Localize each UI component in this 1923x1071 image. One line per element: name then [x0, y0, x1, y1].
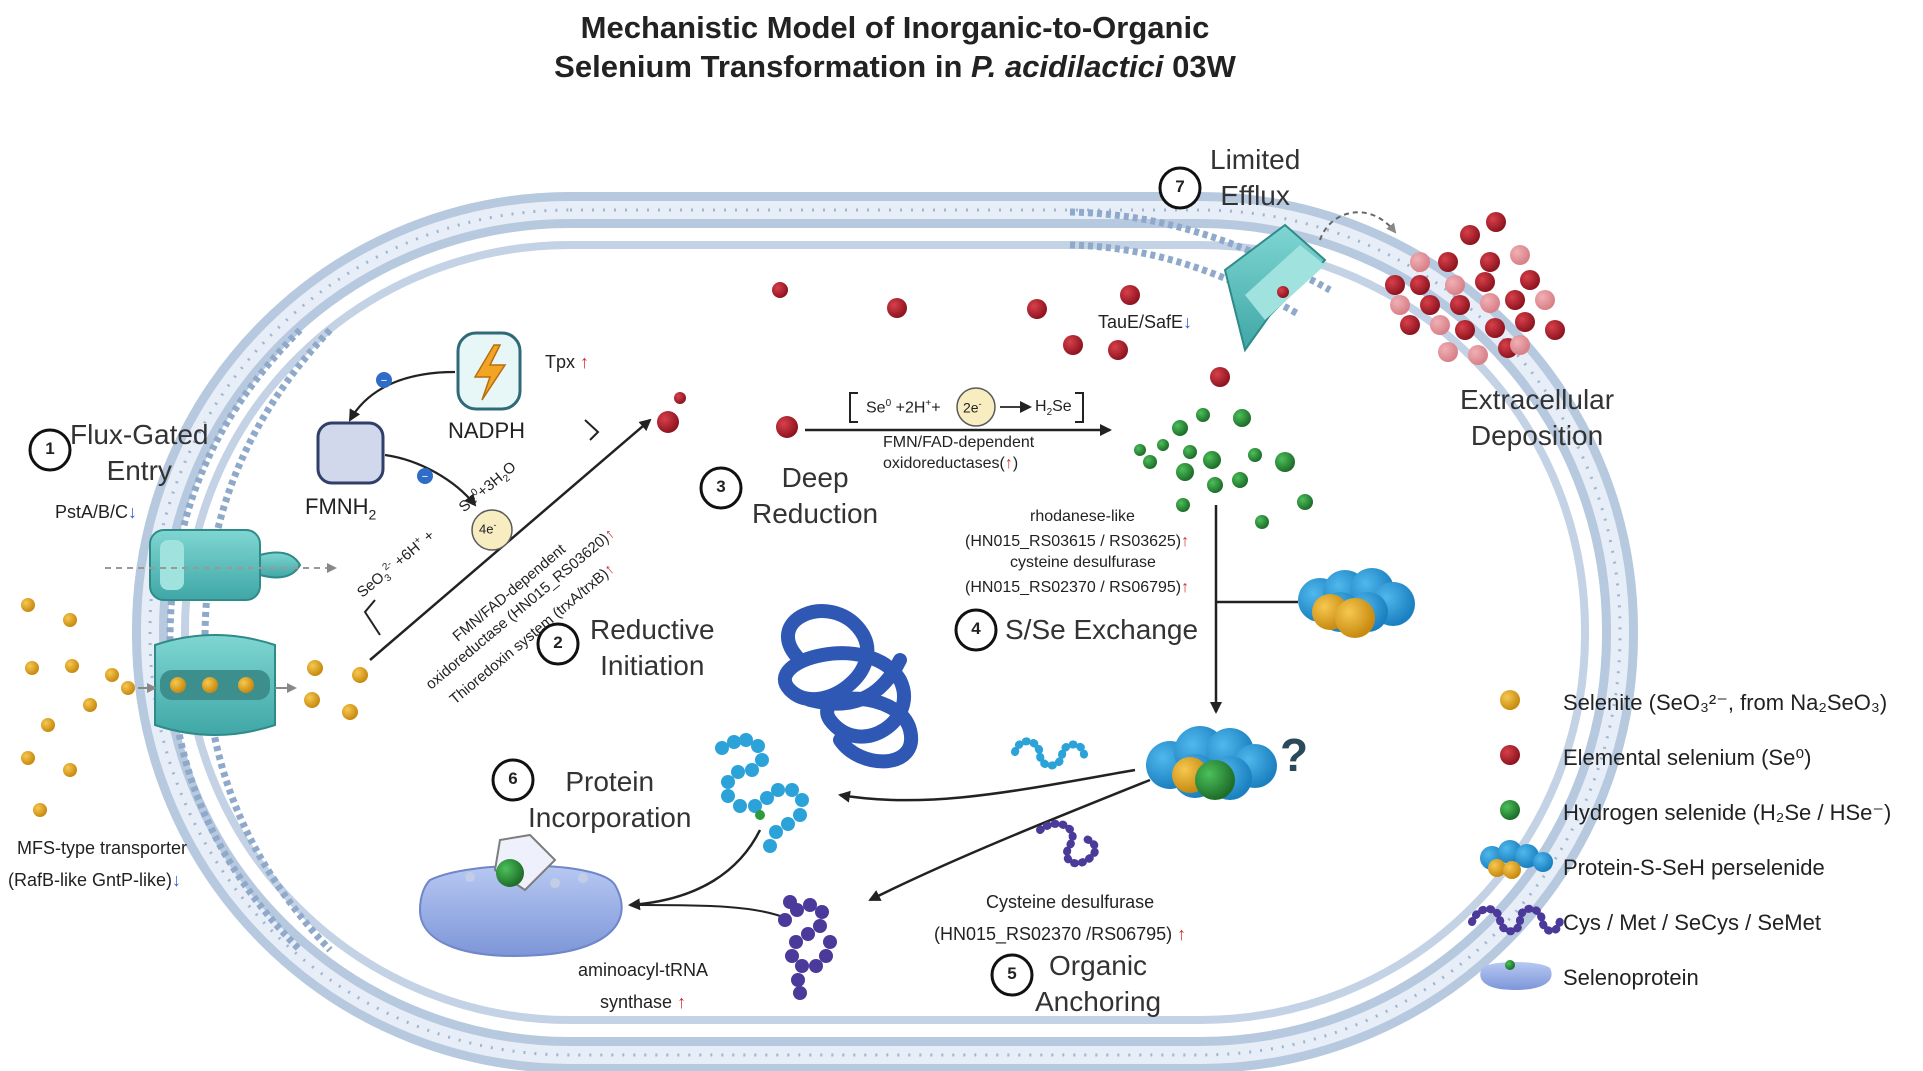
legend-elemental-selenium: Elemental selenium (Se⁰) — [1563, 745, 1812, 770]
fmnh2-icon — [316, 421, 385, 485]
step6-number: 6 — [508, 769, 518, 788]
cell-membrane — [132, 192, 1638, 1071]
svg-text:−: − — [422, 471, 428, 483]
mfs-transporter-icon — [138, 634, 297, 736]
step4-number: 4 — [971, 619, 981, 638]
small-blue-chain — [1011, 737, 1088, 770]
purple-peptide-chain — [778, 895, 837, 1000]
rx3-electron: 2e- — [963, 399, 982, 416]
step4-label: S/Se Exchange — [1005, 614, 1199, 645]
legend-hydrogen-selenide: Hydrogen selenide (H₂Se / HSe⁻) — [1563, 800, 1892, 825]
taue-label: TauE/SafE↓ — [1098, 312, 1193, 332]
se0-particle — [657, 411, 679, 433]
svg-text:−: − — [381, 375, 387, 387]
aatrna-label2: synthase ↑ — [600, 992, 687, 1012]
mfs-label-line2: (RafB-like GntP-like)↓ — [8, 870, 182, 890]
protein-cluster-icon — [1298, 568, 1415, 638]
rx3-bracket — [849, 387, 1084, 427]
hydrogen-selenide-particles — [1134, 408, 1313, 529]
nadph-to-fmnh2-arrow — [349, 370, 456, 422]
step7-number: 7 — [1175, 177, 1185, 196]
perselenide-complex-icon — [1146, 726, 1277, 800]
to-selenoprotein-arrow — [628, 829, 762, 911]
four-e-label: 4e- — [479, 520, 497, 537]
aatrna-label1: aminoacyl-tRNA — [578, 960, 709, 980]
cysdes-bottom-label1: Cysteine desulfurase — [986, 892, 1155, 912]
extracellular-deposition-label: Extracellular Deposition — [1460, 384, 1615, 451]
step5-label: Organic Anchoring — [1035, 950, 1162, 1017]
step3-label: Deep Reduction — [752, 462, 879, 529]
step2-label: Reductive Initiation — [590, 614, 715, 681]
taue-efflux-transporter-icon — [1223, 211, 1397, 353]
cys-desulfurase-label1: cysteine desulfurase — [1010, 554, 1156, 571]
title-line2: Selenium Transformation in P. acidilacti… — [554, 49, 1236, 84]
nadph-label: NADPH — [448, 418, 526, 443]
blue-peptide-chain — [715, 733, 809, 853]
legend-selenoprotein: Selenoprotein — [1563, 965, 1699, 990]
extracellular-se-deposition — [1385, 212, 1565, 365]
step6-label: Protein Incorporation — [528, 766, 692, 833]
purple-chain-small — [1036, 819, 1100, 868]
fmnh2-to-4e-arrow — [384, 453, 477, 507]
step-number-circles — [28, 166, 1202, 997]
legend-icons — [1468, 690, 1564, 990]
to-protein-incorporation-arrow — [838, 768, 1136, 803]
step1-label: Flux-Gated Entry — [70, 419, 209, 486]
title-line1: Mechanistic Model of Inorganic-to-Organi… — [580, 10, 1210, 45]
elemental-selenium-particles — [772, 282, 1230, 438]
nadph-icon — [456, 331, 522, 411]
question-mark: ? — [1280, 729, 1309, 781]
electron-icon — [376, 372, 392, 388]
cys-desulfurase-label2: (HN015_RS02370 / RS06795)↑ — [965, 579, 1190, 596]
step3-number: 3 — [716, 477, 726, 496]
pst-transporter-icon — [105, 529, 337, 601]
legend-selenite: Selenite (SeO₃²⁻, from Na₂SeO₃) — [1563, 690, 1888, 715]
legend-perselenide: Protein-S-SeH perselenide — [1563, 855, 1825, 880]
rhodanese-label2: (HN015_RS03615 / RS03625)↑ — [965, 533, 1190, 550]
four-electron-badge — [471, 509, 513, 551]
rx3-equation-left: Se0 +2H++ — [866, 398, 941, 417]
rx3-enzyme2: oxidoreductases(↑) — [883, 455, 1019, 472]
cysdes-bottom-label2: (HN015_RS02370 /RS06795) ↑ — [934, 924, 1187, 944]
pst-label: PstA/B/C↓ — [55, 502, 138, 522]
rx3-enzyme1: FMN/FAD-dependent — [883, 434, 1035, 451]
legend-amino-acids: Cys / Met / SeCys / SeMet — [1563, 910, 1821, 935]
mfs-label-line1: MFS-type transporter — [17, 838, 188, 858]
step2-number: 2 — [553, 633, 563, 652]
selenoprotein-icon — [418, 833, 623, 957]
rhodanese-label1: rhodanese-like — [1030, 508, 1135, 525]
step7-label: Limited Efflux — [1210, 144, 1301, 211]
to-amino-acid-arrow — [868, 778, 1151, 902]
rx3-equation-right: H2Se — [1035, 398, 1072, 419]
tangled-protein-icon — [778, 604, 919, 769]
tpx-label: Tpx ↑ — [545, 352, 590, 372]
step5-number: 5 — [1007, 964, 1017, 983]
step1-number: 1 — [45, 439, 55, 458]
electron-icon — [417, 468, 433, 484]
page-title: Mechanistic Model of Inorganic-to-Organi… — [0, 8, 1790, 86]
extracellular-selenite — [21, 598, 368, 817]
fmnh2-label: FMNH2 — [305, 494, 377, 523]
